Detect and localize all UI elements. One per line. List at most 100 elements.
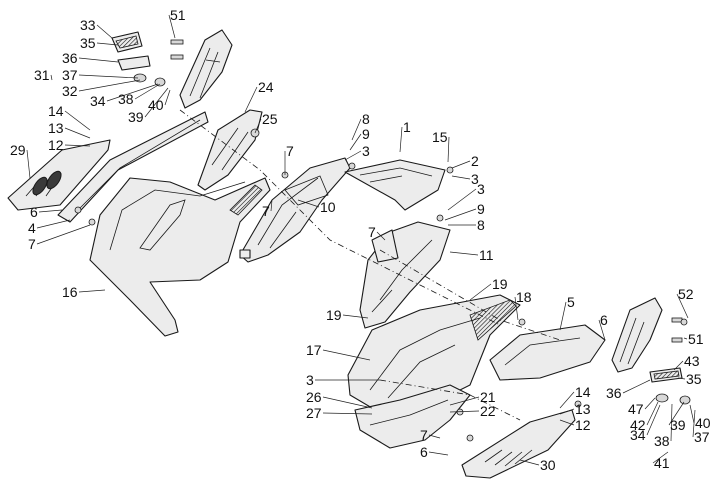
leader-line <box>449 396 480 406</box>
leader-line <box>134 83 161 100</box>
part-callout: 36 <box>606 385 622 401</box>
part-callout: 52 <box>678 286 694 302</box>
part-callout: 40 <box>695 415 711 431</box>
front-upper-panel-1 <box>344 159 446 211</box>
part-callout: 7 <box>420 427 428 443</box>
part-callout: 40 <box>148 97 164 113</box>
part-callout: 34 <box>90 93 106 109</box>
part-callout: 33 <box>80 17 96 33</box>
part-callout: 7 <box>262 203 270 219</box>
leader-line <box>428 451 449 456</box>
part-callout: 7 <box>368 224 376 240</box>
part-callout: 27 <box>306 405 322 421</box>
part-callout: 35 <box>686 371 702 387</box>
leader-line <box>342 314 369 319</box>
part-callout: 7 <box>28 236 36 252</box>
leader-line <box>244 86 258 113</box>
part-callout: 26 <box>306 389 322 405</box>
part-callout: 6 <box>30 204 38 220</box>
part-callout: 9 <box>362 126 370 142</box>
leader-line <box>692 409 696 438</box>
part-callout: 31 <box>34 67 50 83</box>
part-callout: 47 <box>628 401 644 417</box>
part-callout: 25 <box>262 111 278 127</box>
part-callout: 12 <box>48 137 64 153</box>
leader-line <box>351 118 362 141</box>
part-callout: 8 <box>477 217 485 233</box>
part-callout: 24 <box>258 79 274 95</box>
part-callout: 38 <box>654 433 670 449</box>
part-callout: 36 <box>62 50 78 66</box>
leader-line <box>646 401 659 426</box>
leader-line <box>676 293 689 319</box>
leader-line <box>622 379 651 394</box>
right-footrest-bracket <box>611 297 691 405</box>
part-callout: 32 <box>62 83 78 99</box>
part-callout: 3 <box>362 143 370 159</box>
leader-line <box>297 199 320 208</box>
part-callout: 13 <box>575 401 591 417</box>
part-callout: 35 <box>80 35 96 51</box>
leader-line <box>270 199 273 212</box>
leader-line <box>376 231 386 241</box>
leader-line <box>78 289 106 293</box>
part-callout: 19 <box>326 307 342 323</box>
left-footboard-29 <box>7 139 111 211</box>
leader-line <box>559 391 575 409</box>
part-callout: 8 <box>362 111 370 127</box>
leader-line <box>78 57 119 63</box>
leader-line <box>670 403 673 442</box>
part-callout: 16 <box>62 284 78 300</box>
part-callout: 11 <box>479 247 494 263</box>
part-callout: 2 <box>471 153 479 169</box>
right-footrest-5 <box>489 324 606 381</box>
part-callout: 14 <box>575 384 591 400</box>
part-callout: 17 <box>306 342 322 358</box>
leader-line <box>646 404 661 436</box>
part-callout: 37 <box>694 429 710 445</box>
leader-line <box>451 160 471 169</box>
part-callout: 39 <box>128 109 144 125</box>
leader-line <box>106 83 159 102</box>
part-callout: 15 <box>432 129 448 145</box>
leader-line <box>677 377 686 380</box>
leader-line <box>349 133 362 151</box>
leader-line <box>78 74 139 79</box>
leader-line <box>689 404 695 424</box>
part-callout: 38 <box>118 91 134 107</box>
part-callout: 39 <box>670 417 686 433</box>
leader-line <box>399 126 403 153</box>
leader-line <box>444 208 477 221</box>
part-callout: 30 <box>540 457 556 473</box>
leader-line <box>36 224 91 245</box>
inner-panel-11 <box>359 221 451 329</box>
leader-line <box>469 283 492 301</box>
leader-line <box>168 14 176 39</box>
leader-line <box>652 451 669 464</box>
leader-line <box>451 175 471 180</box>
leader-line <box>449 410 480 413</box>
leader-line <box>447 188 477 211</box>
leader-line <box>36 219 71 229</box>
part-callout: 42 <box>630 417 646 433</box>
leader-line <box>559 408 575 415</box>
part-callout: 51 <box>688 331 704 347</box>
leader-line <box>598 319 606 341</box>
leader-line <box>344 150 362 161</box>
part-callout: 7 <box>286 143 294 159</box>
leader-line <box>78 79 141 92</box>
part-callout: 34 <box>630 427 646 443</box>
part-callout: 9 <box>477 201 485 217</box>
leader-line <box>449 251 479 256</box>
leader-line <box>514 296 519 321</box>
leader-line <box>64 127 91 139</box>
part-callout: 6 <box>600 312 608 328</box>
left-footrest-bracket <box>111 29 233 109</box>
part-callout: 43 <box>684 353 700 369</box>
part-callout: 13 <box>48 120 64 136</box>
part-callout: 21 <box>480 389 496 405</box>
leader-line <box>96 24 113 39</box>
part-callout: 10 <box>320 199 336 215</box>
part-callout: 37 <box>62 67 78 83</box>
